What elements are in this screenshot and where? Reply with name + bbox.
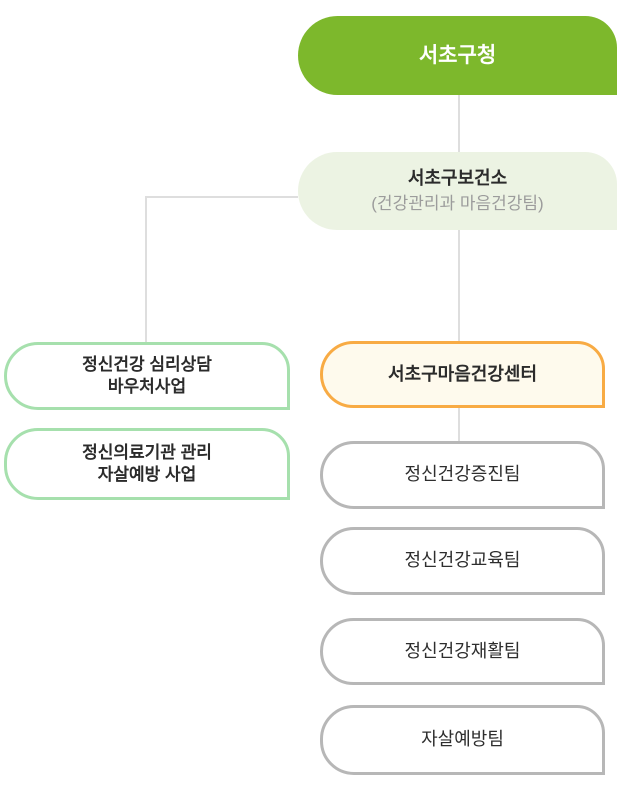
node-team-suicide-prevention: 자살예방팀 xyxy=(320,705,605,775)
node-team-rehabilitation-label: 정신건강재활팀 xyxy=(404,640,521,661)
node-district-office-label: 서초구청 xyxy=(418,43,497,67)
node-team-education-label: 정신건강교육팀 xyxy=(404,550,521,571)
connector-health-to-left-horizontal xyxy=(145,196,298,198)
node-mind-health-center-label: 서초구마음건강센터 xyxy=(387,363,538,384)
connector-left-branch-vertical xyxy=(145,196,147,343)
node-public-health-office-subtitle: (건강관리과 마음건강팀) xyxy=(371,193,544,213)
node-team-education: 정신건강교육팀 xyxy=(320,527,605,595)
node-team-promotion: 정신건강증진팀 xyxy=(320,441,605,509)
node-voucher-program-line2: 바우처사업 xyxy=(107,377,187,396)
connector-center-to-teams xyxy=(458,408,460,443)
node-voucher-program-line1: 정신건강 심리상담 xyxy=(82,354,212,374)
node-voucher-program: 정신건강 심리상담 바우처사업 xyxy=(4,342,290,410)
connector-health-to-center xyxy=(458,230,460,342)
node-team-suicide-prevention-label: 자살예방팀 xyxy=(421,729,504,750)
node-team-rehabilitation: 정신건강재활팀 xyxy=(320,618,605,685)
node-team-promotion-label: 정신건강증진팀 xyxy=(404,464,521,485)
node-medical-institution-line2: 자살예방 사업 xyxy=(97,465,197,484)
node-medical-institution-program: 정신의료기관 관리 자살예방 사업 xyxy=(4,428,290,500)
connector-root-to-health xyxy=(458,95,460,152)
node-medical-institution-line1: 정신의료기관 관리 xyxy=(82,442,212,462)
node-public-health-office-title: 서초구보건소 xyxy=(407,168,508,189)
node-public-health-office: 서초구보건소 (건강관리과 마음건강팀) xyxy=(298,152,617,230)
node-district-office: 서초구청 xyxy=(298,16,617,95)
node-mind-health-center: 서초구마음건강센터 xyxy=(320,341,605,408)
